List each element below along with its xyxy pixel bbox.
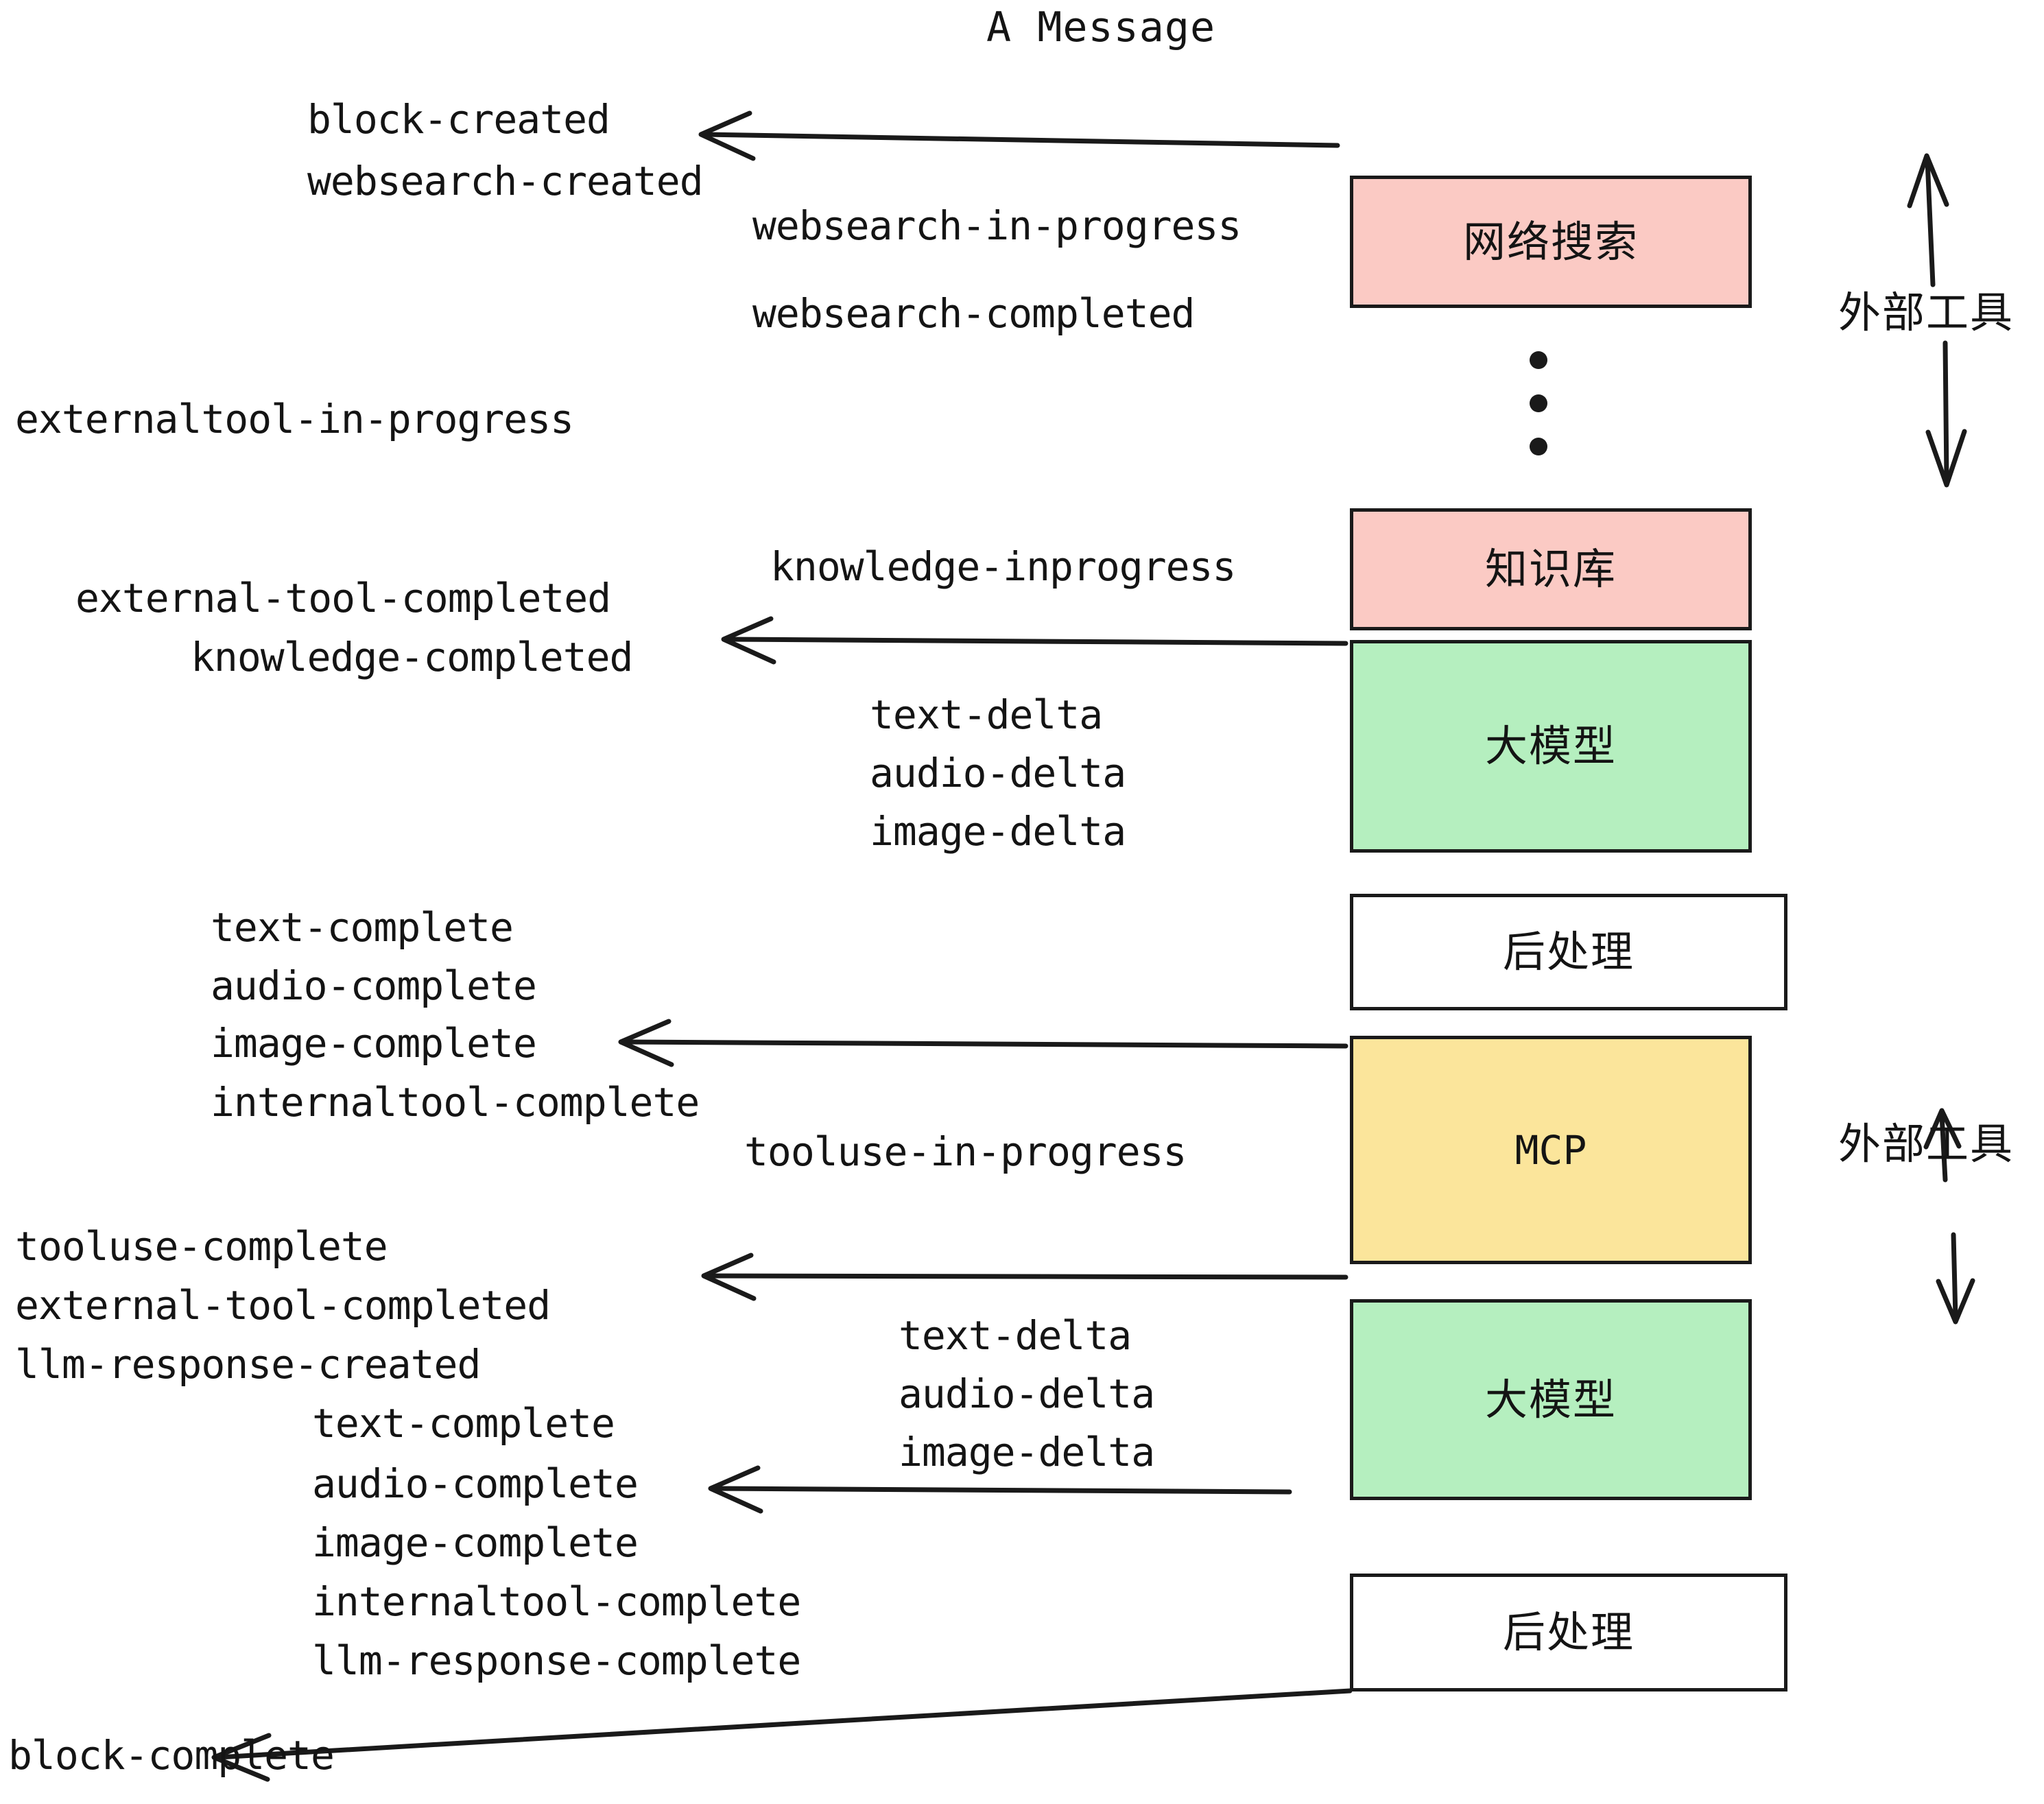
node-mcp[interactable]: MCP bbox=[1350, 1036, 1752, 1264]
event-externaltool-in-progress: externaltool-in-progress bbox=[15, 396, 574, 442]
node-llm-bottom[interactable]: 大模型 bbox=[1350, 1299, 1752, 1500]
event-block-complete: block-complete bbox=[8, 1732, 335, 1779]
event-websearch-in-progress: websearch-in-progress bbox=[752, 202, 1241, 249]
event-audio-complete-1: audio-complete bbox=[211, 962, 537, 1009]
node-mcp-label: MCP bbox=[1514, 1126, 1587, 1174]
arrow-llm-to-knowledge-completed bbox=[721, 616, 1348, 665]
event-audio-delta-2: audio-delta bbox=[899, 1370, 1155, 1417]
node-postprocess-top-label: 后处理 bbox=[1502, 927, 1635, 977]
event-text-complete-2: text-complete bbox=[312, 1400, 615, 1447]
arrow-postproc-to-block-complete bbox=[211, 1688, 1353, 1782]
event-internaltool-complete-2: internaltool-complete bbox=[312, 1578, 801, 1625]
event-knowledge-completed: knowledge-completed bbox=[191, 634, 633, 680]
node-postprocess-bottom[interactable]: 后处理 bbox=[1350, 1574, 1787, 1692]
arrow-websearch-to-block-created bbox=[698, 110, 1340, 161]
event-text-delta-2: text-delta bbox=[899, 1312, 1132, 1359]
event-external-tool-completed-1: external-tool-completed bbox=[75, 575, 611, 621]
event-audio-delta-1: audio-delta bbox=[870, 750, 1126, 796]
label-external-tools-top: 外部工具 bbox=[1838, 287, 2015, 337]
node-websearch[interactable]: 网络搜索 bbox=[1350, 176, 1752, 308]
event-text-complete-1: text-complete bbox=[211, 904, 514, 951]
event-text-delta-1: text-delta bbox=[870, 691, 1103, 738]
event-image-complete-1: image-complete bbox=[211, 1020, 537, 1067]
node-knowledge-base-label: 知识库 bbox=[1484, 544, 1617, 594]
ellipsis-dot-icon bbox=[1530, 351, 1547, 369]
arrow-mcp-to-tooluse-complete bbox=[701, 1253, 1348, 1301]
ellipsis-dot-icon bbox=[1530, 394, 1547, 412]
ellipsis-dot-icon bbox=[1530, 438, 1547, 455]
node-postprocess-bottom-label: 后处理 bbox=[1502, 1607, 1635, 1657]
event-websearch-created: websearch-created bbox=[307, 158, 704, 204]
page-title: A Message bbox=[986, 3, 1216, 51]
event-tooluse-in-progress: tooluse-in-progress bbox=[744, 1128, 1187, 1175]
event-websearch-completed: websearch-completed bbox=[752, 290, 1195, 337]
event-llm-response-created: llm-response-created bbox=[15, 1341, 481, 1388]
event-image-delta-2: image-delta bbox=[899, 1429, 1155, 1475]
event-image-complete-2: image-complete bbox=[312, 1519, 639, 1566]
node-llm-top-label: 大模型 bbox=[1484, 721, 1617, 771]
event-audio-complete-2: audio-complete bbox=[312, 1460, 639, 1507]
event-llm-response-complete: llm-response-complete bbox=[312, 1637, 801, 1684]
event-tooluse-complete: tooluse-complete bbox=[15, 1223, 388, 1270]
event-external-tool-completed-2: external-tool-completed bbox=[15, 1282, 551, 1329]
event-internaltool-complete-1: internaltool-complete bbox=[211, 1079, 700, 1126]
event-block-created: block-created bbox=[307, 96, 610, 143]
node-llm-bottom-label: 大模型 bbox=[1484, 1374, 1617, 1425]
node-websearch-label: 网络搜索 bbox=[1462, 216, 1639, 267]
arrow-mcp-to-image-complete bbox=[618, 1019, 1348, 1067]
node-postprocess-top[interactable]: 后处理 bbox=[1350, 894, 1787, 1010]
node-llm-top[interactable]: 大模型 bbox=[1350, 640, 1752, 853]
label-external-tools-bottom: 外部工具 bbox=[1838, 1119, 2015, 1169]
event-knowledge-inprogress: knowledge-inprogress bbox=[770, 543, 1236, 590]
node-knowledge-base[interactable]: 知识库 bbox=[1350, 508, 1752, 630]
event-image-delta-1: image-delta bbox=[870, 808, 1126, 855]
